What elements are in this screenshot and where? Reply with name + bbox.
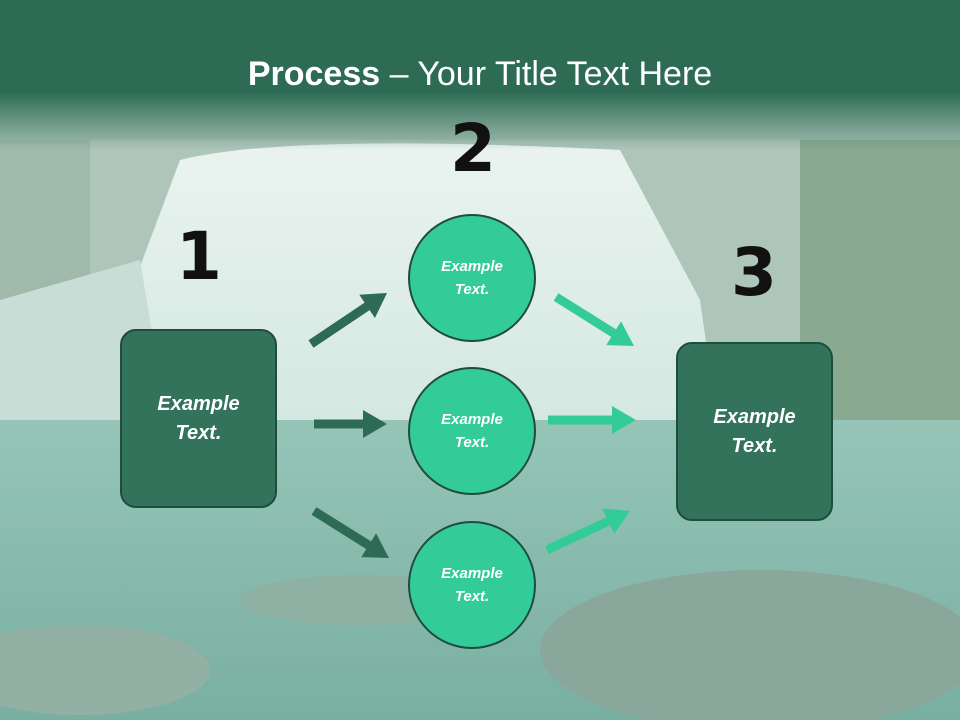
- title-bold-word: Process: [247, 55, 381, 93]
- circle-top-label-line-2: Text.: [454, 281, 490, 298]
- step-2-circle-bottom: Example Text.: [408, 521, 536, 649]
- arrow-step1-to-top: [308, 293, 387, 348]
- step-1-label-line-2: Text.: [175, 421, 222, 444]
- step-3-box: Example Text.: [676, 342, 833, 521]
- step-2-circle-top: Example Text.: [408, 214, 536, 342]
- circle-bottom-label-line-2: Text.: [454, 588, 490, 605]
- title-bar: [0, 0, 960, 150]
- step-3-label-line-2: Text.: [731, 434, 778, 457]
- slide-title: Process – Your Title Text Here: [0, 52, 960, 96]
- step-1-box: Example Text.: [120, 329, 277, 508]
- arrow-bottom-to-step3: [545, 508, 630, 555]
- circle-bottom-label-line-1: Example: [441, 565, 503, 582]
- step-number-1: 1: [176, 218, 222, 295]
- title-subtitle: – Your Title Text Here: [380, 55, 713, 93]
- arrow-step1-to-bottom: [311, 507, 389, 558]
- arrow-step1-to-middle: [314, 410, 387, 438]
- step-number-3: 3: [731, 234, 777, 311]
- arrow-middle-to-step3: [548, 406, 636, 434]
- step-1-label-line-1: Example: [157, 392, 240, 415]
- circle-top-label-line-1: Example: [441, 258, 503, 275]
- circle-middle-label-line-2: Text.: [454, 434, 490, 451]
- step-number-2: 2: [450, 110, 496, 187]
- circle-middle-label-line-1: Example: [441, 411, 503, 428]
- step-2-circle-middle: Example Text.: [408, 367, 536, 495]
- arrow-top-to-step3: [553, 293, 634, 346]
- step-3-label-line-1: Example: [713, 405, 796, 428]
